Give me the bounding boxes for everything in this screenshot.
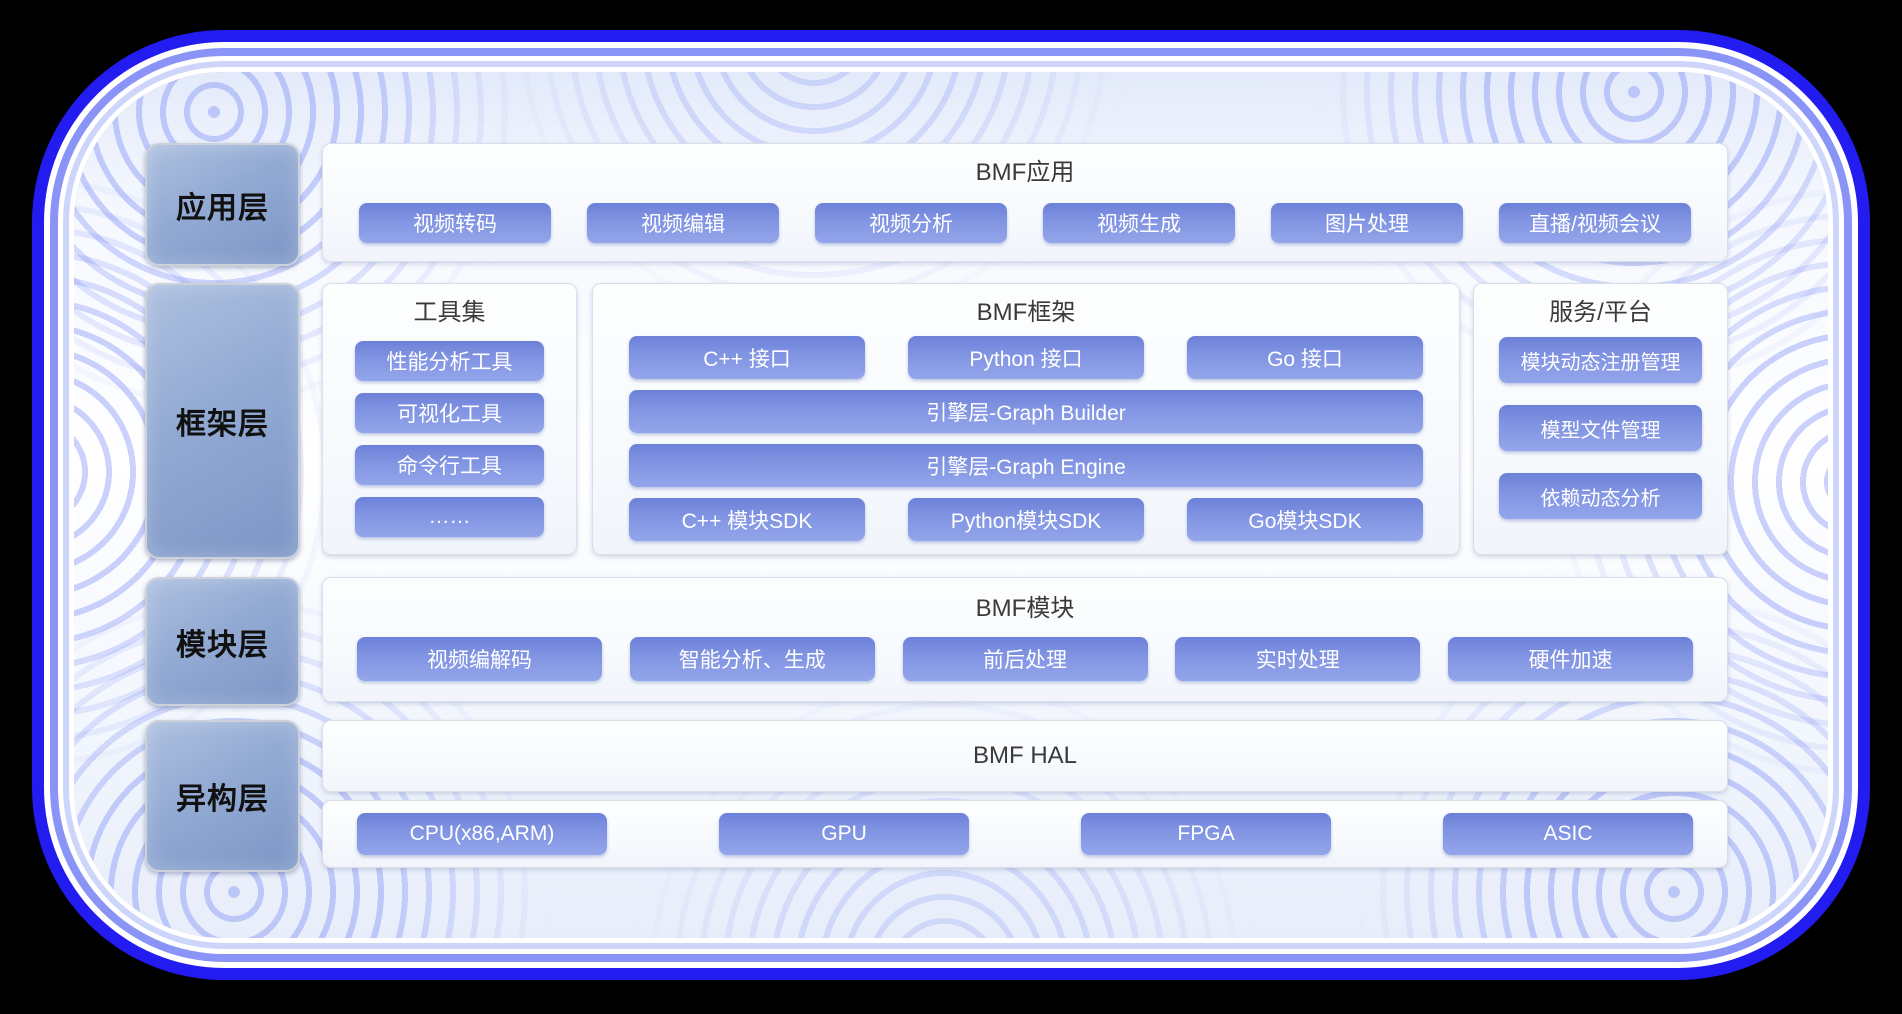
block-python-api: Python 接口 [908,336,1144,379]
bmf-hal-panel: BMF HAL [322,720,1728,792]
block-live-video-conference: 直播/视频会议 [1499,203,1691,243]
toolset-panel: 工具集 性能分析工具 可视化工具 命令行工具 …… [322,283,577,555]
block-ai-analysis-generation: 智能分析、生成 [629,637,875,681]
block-hardware-acceleration: 硬件加速 [1448,637,1693,681]
bmf-module-title: BMF模块 [975,595,1075,622]
block-model-file-management: 模型文件管理 [1499,405,1702,451]
application-button-row: 视频转码 视频编辑 视频分析 视频生成 图片处理 直播/视频会议 [359,203,1691,243]
block-engine-graph-engine: 引擎层-Graph Engine [629,444,1423,487]
bmf-hal-title: BMF HAL [972,742,1077,769]
layer-label-text: 应用层 [176,191,269,225]
block-video-edit: 视频编辑 [587,203,779,243]
module-button-row: 视频编解码 智能分析、生成 前后处理 实时处理 硬件加速 [357,637,1693,681]
block-video-generation: 视频生成 [1043,203,1235,243]
block-gpu: GPU [719,813,969,855]
bmf-application-title: BMF应用 [975,159,1075,186]
block-performance-analysis-tool: 性能分析工具 [355,341,544,381]
block-fpga: FPGA [1081,813,1331,855]
bmf-framework-panel: BMF框架 C++ 接口 Python 接口 Go 接口 引擎层-Graph B… [592,283,1460,555]
api-button-row: C++ 接口 Python 接口 Go 接口 [629,336,1423,379]
block-cpp-module-sdk: C++ 模块SDK [629,498,865,541]
layer-label-text: 框架层 [176,408,269,441]
bmf-framework-title: BMF框架 [976,299,1076,326]
block-video-codec: 视频编解码 [357,637,602,681]
block-video-transcode: 视频转码 [359,203,551,243]
layer-label-framework: 框架层 [145,283,300,559]
layer-label-text: 异构层 [176,783,269,816]
block-engine-graph-builder: 引擎层-Graph Builder [629,390,1423,433]
bmf-application-panel: BMF应用 视频转码 视频编辑 视频分析 视频生成 图片处理 直播/视频会议 [322,143,1728,262]
block-pre-post-processing: 前后处理 [902,637,1148,681]
layer-label-heterogeneous: 异构层 [145,720,300,872]
toolset-title: 工具集 [413,299,486,326]
hardware-panel: CPU(x86,ARM) GPU FPGA ASIC [322,800,1728,868]
layer-label-text: 模块层 [176,628,269,662]
block-more-tools-ellipsis: …… [355,497,544,537]
block-cpu: CPU(x86,ARM) [357,813,607,855]
sdk-button-row: C++ 模块SDK Python模块SDK Go模块SDK [629,498,1423,541]
block-cpp-api: C++ 接口 [629,336,865,379]
layer-label-application: 应用层 [145,143,300,266]
block-realtime-processing: 实时处理 [1175,637,1421,681]
block-go-module-sdk: Go模块SDK [1187,498,1423,541]
block-module-dynamic-registration: 模块动态注册管理 [1499,337,1702,383]
layer-label-module: 模块层 [145,577,300,706]
services-platform-title: 服务/平台 [1549,299,1652,326]
block-asic: ASIC [1443,813,1693,855]
block-go-api: Go 接口 [1187,336,1423,379]
block-video-analysis: 视频分析 [815,203,1007,243]
block-dependency-dynamic-analysis: 依赖动态分析 [1499,473,1702,519]
block-image-processing: 图片处理 [1271,203,1463,243]
bmf-module-panel: BMF模块 视频编解码 智能分析、生成 前后处理 实时处理 硬件加速 [322,577,1728,702]
services-platform-panel: 服务/平台 模块动态注册管理 模型文件管理 依赖动态分析 [1473,283,1728,555]
block-commandline-tool: 命令行工具 [355,445,544,485]
block-python-module-sdk: Python模块SDK [908,498,1144,541]
block-visualization-tool: 可视化工具 [355,393,544,433]
